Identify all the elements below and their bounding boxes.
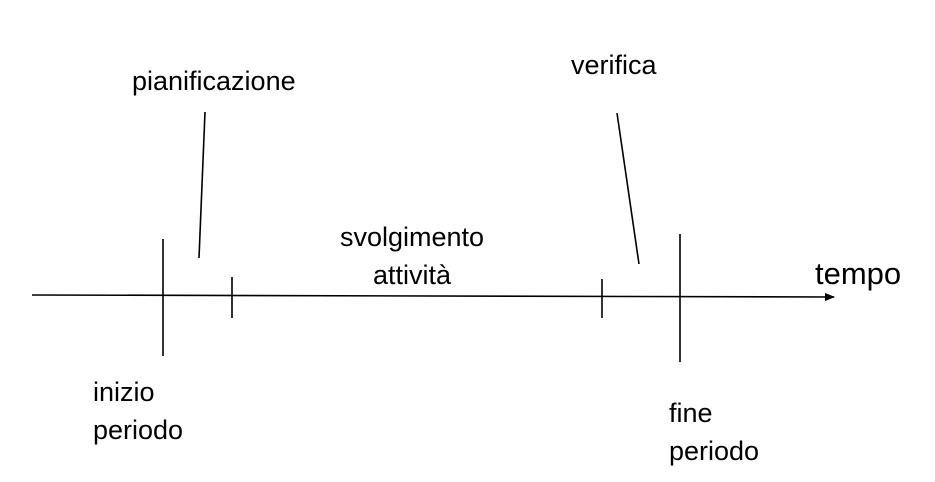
activity-label-line1: svolgimento (339, 222, 485, 252)
activity-label: svolgimento attività (322, 218, 502, 294)
time-axis-label: tempo (815, 256, 902, 291)
planning-pointer-line (198, 111, 206, 259)
start-period-label-line1: inizio (93, 377, 155, 407)
start-period-label-line2: periodo (93, 415, 184, 445)
end-period-label-line2: periodo (669, 436, 760, 466)
verification-pointer-line (616, 112, 640, 265)
start-period-label: inizio periodo (93, 373, 183, 449)
end-period-label: fine periodo (669, 394, 759, 470)
activity-label-line2: attività (372, 260, 452, 290)
planning-label: pianificazione (132, 66, 296, 96)
end-period-label-line1: fine (669, 398, 713, 428)
verification-label: verifica (571, 50, 657, 80)
time-axis-arrow (31, 292, 835, 301)
